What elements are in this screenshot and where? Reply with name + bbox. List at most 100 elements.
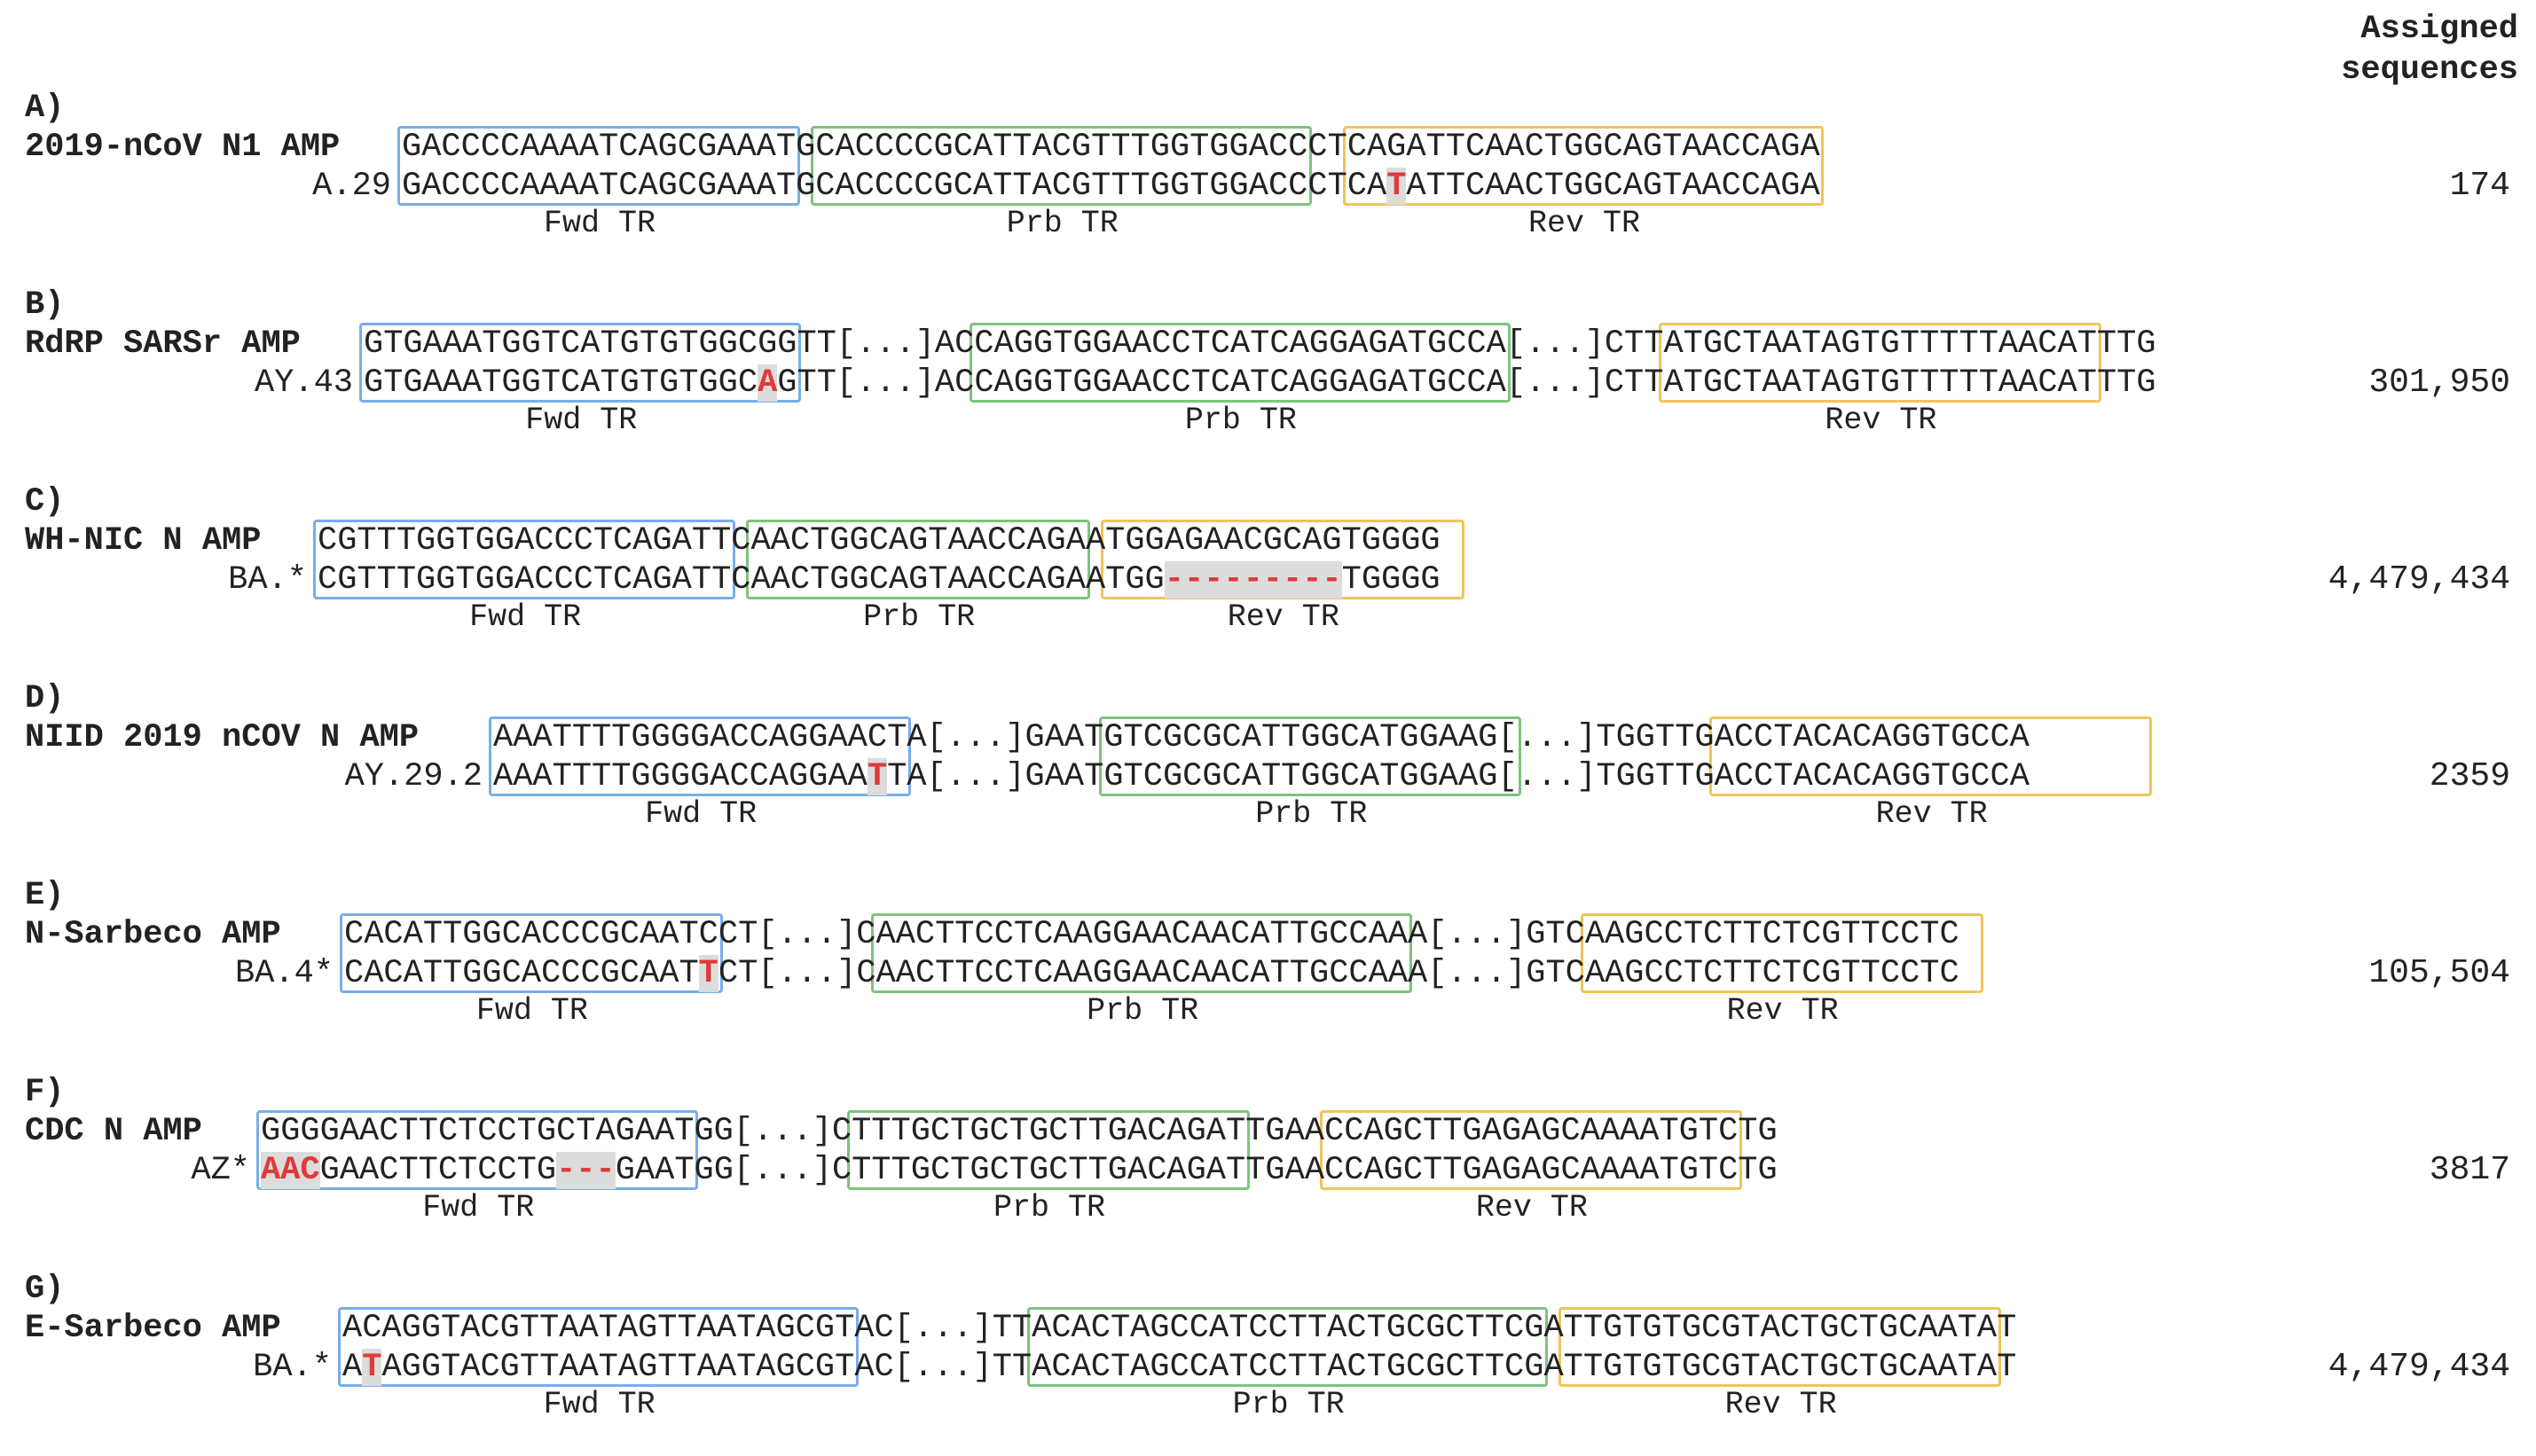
target-region-label: Fwd TR: [525, 403, 638, 438]
mismatch-base: T: [362, 1349, 382, 1386]
sequence-segment: CT[...]CAACTTCCTCAAGGAACAACATTGCCAAA[...…: [718, 955, 1959, 992]
reference-sequence: GACCCCAAAATCAGCGAAATGCACCCCGCATTACGTTTGG…: [402, 129, 1820, 166]
panel-label: B): [25, 286, 65, 324]
assigned-sequence-count: 174: [2449, 167, 2510, 205]
sequence-segment: GTGAAATGGTCATGTGTGGC: [364, 364, 758, 402]
variant-name: AY.43: [254, 364, 353, 402]
panel-label: E): [25, 877, 65, 914]
sequence-segment: GTT[...]ACCAGGTGGAACCTCATCAGGAGATGCCA[..…: [777, 364, 2156, 402]
rev-target-region-box: [1342, 126, 1825, 206]
fwd-target-region-box: [256, 1110, 699, 1190]
assay-name: 2019-nCoV N1 AMP: [25, 129, 341, 166]
rev-target-region-box: [1319, 1110, 1742, 1190]
header-line-2: sequences: [2341, 51, 2518, 89]
variant-name: BA.4*: [234, 955, 334, 992]
rev-target-region-box: [1580, 913, 1983, 993]
sequence-segment: GACCCCAAAATCAGCGAAATGCACCCCGCATTACGTTTGG…: [402, 168, 1387, 205]
sequence-segment: TGGGG: [1341, 561, 1441, 599]
header-line-1: Assigned: [2360, 11, 2518, 48]
assigned-sequence-count: 4,479,434: [2328, 560, 2510, 599]
variant-sequence: ATAGGTACGTTAATAGTTAATAGCGTAC[...]TTACACT…: [342, 1348, 2016, 1387]
sequence-segment: CACATTGGCACCCGCAAT: [344, 955, 699, 992]
sequence-segment: AAATTTTGGGGACCAGGAA: [493, 758, 868, 795]
fwd-target-region-box: [313, 520, 736, 599]
assigned-sequence-count: 3817: [2429, 1151, 2510, 1189]
mismatch-base: T: [867, 758, 888, 795]
sequence-segment: ATTCAACTGGCAGTAACCAGA: [1406, 168, 1820, 205]
target-region-label: Rev TR: [1475, 1190, 1588, 1225]
target-region-label: Prb TR: [1006, 206, 1119, 241]
rev-target-region-box: [1709, 716, 2152, 796]
panel-label: C): [25, 483, 65, 521]
target-region-label: Fwd TR: [645, 796, 758, 832]
rev-target-region-box: [1559, 1307, 2001, 1387]
reference-sequence: CACATTGGCACCCGCAATCCT[...]CAACTTCCTCAAGG…: [344, 916, 1959, 953]
variant-sequence: GACCCCAAAATCAGCGAAATGCACCCCGCATTACGTTTGG…: [402, 167, 1820, 206]
panel-label: A): [25, 90, 65, 127]
prb-target-region-box: [1099, 716, 1522, 796]
variant-name: A.29: [312, 168, 391, 205]
panel-label: F): [25, 1074, 65, 1111]
target-region-label: Fwd TR: [475, 993, 588, 1029]
assigned-sequence-count: 4,479,434: [2328, 1348, 2510, 1386]
prb-target-region-box: [746, 520, 1090, 599]
assay-name: N-Sarbeco AMP: [25, 916, 281, 953]
mismatch-base: AAC: [261, 1152, 320, 1189]
variant-name: BA.*: [228, 561, 307, 599]
target-region-label: Rev TR: [1726, 993, 1839, 1029]
target-region-label: Fwd TR: [422, 1190, 535, 1225]
target-region-label: Rev TR: [1825, 403, 1937, 438]
target-region-label: Prb TR: [1255, 796, 1368, 832]
variant-sequence: AACGAACTTCTCCTG---GAATGG[...]CTTTGCTGCTG…: [261, 1151, 1778, 1190]
sequence-segment: CGTTTGGTGGACCCTCAGATTCAACTGGCAGTAACCAGAA…: [318, 561, 1165, 599]
sequence-segment: AGGTACGTTAATAGTTAATAGCGTAC[...]TTACACTAG…: [381, 1349, 2017, 1386]
assigned-sequence-count: 2359: [2429, 757, 2510, 795]
target-region-label: Rev TR: [1528, 206, 1641, 241]
mismatch-base: T: [1386, 168, 1407, 205]
prb-target-region-box: [1027, 1307, 1549, 1387]
variant-name: AZ*: [191, 1152, 250, 1189]
variant-sequence: CGTTTGGTGGACCCTCAGATTCAACTGGCAGTAACCAGAA…: [318, 560, 1441, 599]
fwd-target-region-box: [397, 126, 800, 206]
assay-name: RdRP SARSr AMP: [25, 325, 301, 363]
variant-name: AY.29.2: [344, 758, 483, 795]
assigned-sequence-count: 105,504: [2368, 954, 2510, 992]
prb-target-region-box: [811, 126, 1313, 206]
deletion-gap: ---------: [1164, 561, 1342, 599]
target-region-label: Rev TR: [1875, 796, 1988, 832]
variant-sequence: GTGAAATGGTCATGTGTGGCAGTT[...]ACCAGGTGGAA…: [364, 364, 2156, 403]
sequence-segment: GAATGG[...]CTTTGCTGCTGCTTGACAGATTGAACCAG…: [615, 1152, 1778, 1189]
fwd-target-region-box: [359, 323, 802, 403]
fwd-target-region-box: [338, 1307, 860, 1387]
assigned-sequences-header: Assigned sequences: [2341, 9, 2518, 90]
assigned-sequence-count: 301,950: [2368, 364, 2510, 402]
target-region-label: Prb TR: [863, 599, 976, 635]
reference-sequence: AAATTTTGGGGACCAGGAACTA[...]GAATGTCGCGCAT…: [493, 719, 2030, 756]
prb-target-region-box: [847, 1110, 1250, 1190]
target-region-label: Prb TR: [1087, 993, 1199, 1029]
target-region-label: Fwd TR: [544, 206, 656, 241]
reference-sequence: CGTTTGGTGGACCCTCAGATTCAACTGGCAGTAACCAGAA…: [318, 522, 1441, 560]
target-region-label: Fwd TR: [469, 599, 582, 635]
assay-name: WH-NIC N AMP: [25, 522, 262, 560]
target-region-label: Prb TR: [1184, 403, 1297, 438]
panel-label: G): [25, 1271, 65, 1308]
mismatch-base: A: [758, 364, 778, 402]
prb-target-region-box: [970, 323, 1511, 403]
target-region-label: Prb TR: [1232, 1387, 1345, 1422]
mismatch-base: T: [698, 955, 718, 992]
target-region-label: Prb TR: [993, 1190, 1106, 1225]
prb-target-region-box: [871, 913, 1412, 993]
variant-name: BA.*: [253, 1349, 332, 1386]
target-region-label: Rev TR: [1227, 599, 1339, 635]
panel-label: D): [25, 680, 65, 717]
sequence-segment: TA[...]GAATGTCGCGCATTGGCATGGAAG[...]TGGT…: [887, 758, 2030, 795]
assay-name: E-Sarbeco AMP: [25, 1310, 281, 1347]
